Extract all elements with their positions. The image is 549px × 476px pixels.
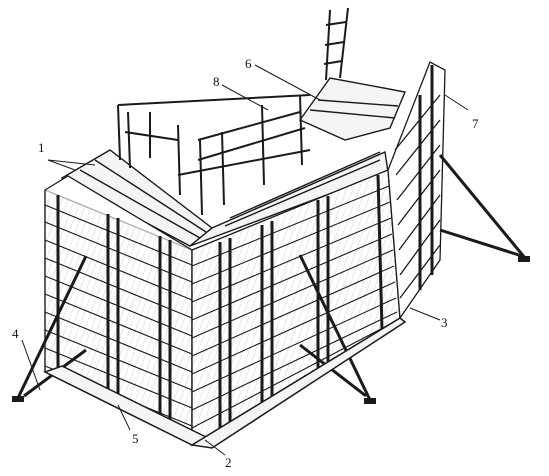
callout-3: 3	[441, 315, 448, 330]
guard-railing	[117, 7, 349, 216]
right-wall-formwork	[191, 169, 401, 447]
callout-2: 2	[225, 455, 232, 470]
leader-lines	[21, 64, 469, 456]
right-wall-studs	[218, 174, 384, 428]
callout-7: 7	[472, 116, 479, 131]
bottom-sill	[43, 317, 407, 449]
callout-1: 1	[38, 140, 45, 155]
brace-anchors	[12, 256, 530, 404]
callout-8: 8	[213, 74, 220, 89]
callout-4: 4	[12, 326, 19, 341]
right-wall-planks	[191, 185, 399, 429]
top-platform	[60, 77, 406, 247]
diagonal-braces	[16, 154, 527, 401]
callout-5: 5	[132, 431, 139, 446]
left-wall-studs	[56, 195, 172, 432]
end-wall-formwork	[387, 61, 446, 320]
callout-6: 6	[245, 56, 252, 71]
